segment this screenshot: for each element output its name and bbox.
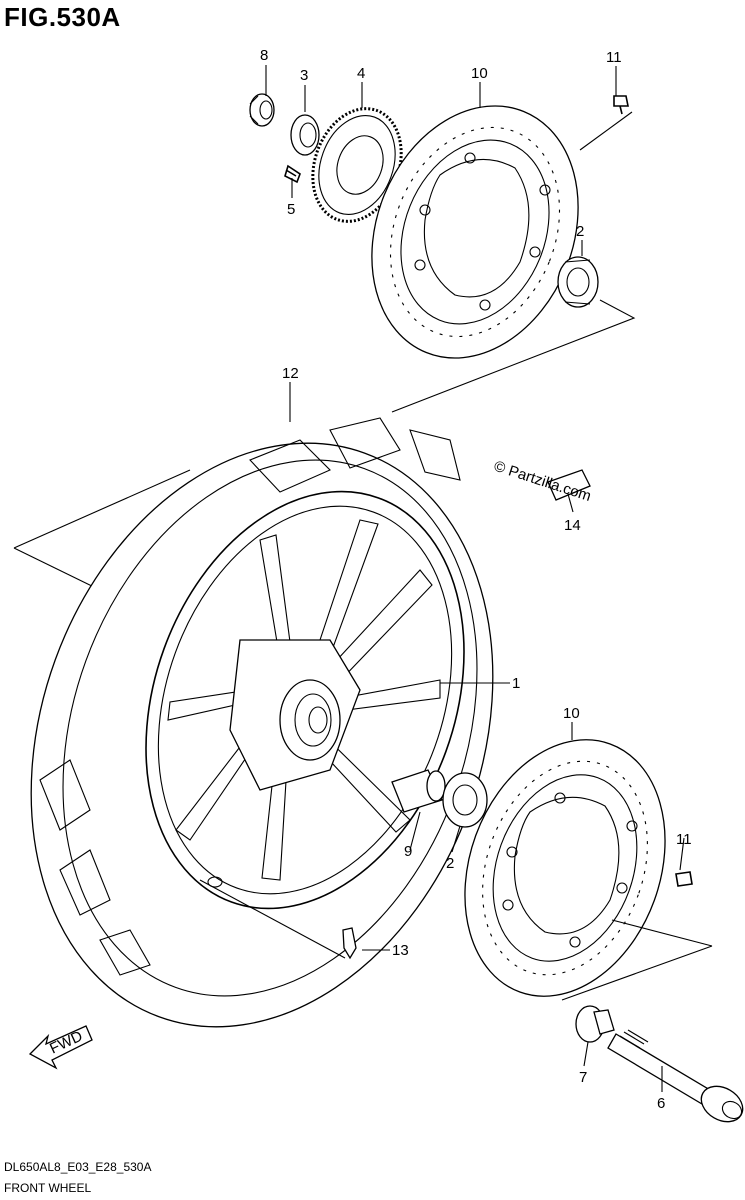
callout-6: 6 [657, 1095, 665, 1112]
callout-11-upper: 11 [606, 49, 622, 66]
part-13-air-valve [342, 927, 357, 960]
callout-12: 12 [282, 365, 299, 382]
wheel-spokes [167, 519, 441, 881]
callout-3: 3 [300, 67, 308, 84]
figure-title: FIG.530A [4, 2, 121, 32]
callout-14: 14 [564, 517, 581, 534]
part-8-spacer [249, 93, 275, 127]
part-2-bearing-lower [442, 772, 488, 828]
callout-5: 5 [287, 201, 295, 218]
part-5-sensor-bolt [284, 164, 301, 184]
callout-10-upper: 10 [471, 65, 488, 82]
figure-name: FRONT WHEEL [4, 1181, 92, 1195]
callout-7: 7 [579, 1069, 587, 1086]
wheel-hub [229, 639, 361, 791]
leader-lines [265, 65, 685, 1092]
callout-2-lower: 2 [446, 855, 454, 872]
callout-13: 13 [392, 942, 409, 959]
callout-labels: 8 3 4 10 11 5 2 12 14 1 10 2 9 11 13 7 6 [260, 47, 692, 1112]
fwd-arrow-icon: FWD [28, 1025, 93, 1070]
part-6-front-axle [607, 1029, 744, 1123]
callout-10-lower: 10 [563, 705, 580, 722]
part-3-oil-seal [290, 114, 320, 156]
callout-4: 4 [357, 65, 365, 82]
callout-9: 9 [404, 843, 412, 860]
part-11-disc-bolt-upper [613, 95, 629, 115]
part-2-bearing-upper [557, 256, 599, 308]
callout-8: 8 [260, 47, 268, 64]
part-11-disc-bolt-lower [675, 871, 693, 887]
part-10-brake-disc-lower [464, 739, 666, 997]
callout-2-upper: 2 [576, 223, 584, 240]
part-14-balance-weight [547, 469, 591, 501]
figure-code: DL650AL8_E03_E28_530A [4, 1160, 152, 1174]
part-1-wheel-rim [145, 490, 465, 910]
part-10-brake-disc-upper [371, 105, 579, 359]
callout-1: 1 [512, 675, 520, 692]
part-7-axle-collar [575, 1005, 615, 1043]
callout-11-lower: 11 [676, 831, 692, 848]
part-9-spacer [391, 769, 446, 813]
